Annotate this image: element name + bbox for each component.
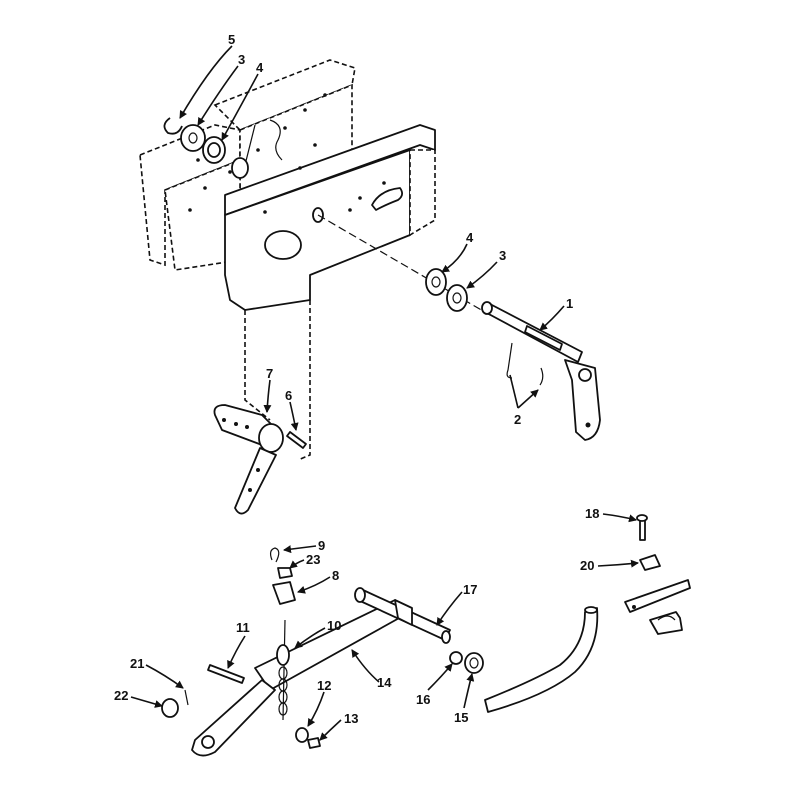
lift-tube bbox=[484, 606, 599, 713]
callout-12: 12 bbox=[317, 678, 331, 693]
callout-4-mid: 4 bbox=[466, 230, 474, 245]
frame-large-hole bbox=[264, 230, 302, 260]
callout-5: 5 bbox=[228, 32, 235, 47]
callout-2: 2 bbox=[514, 412, 521, 427]
washer-3-mid bbox=[446, 284, 468, 312]
screw-18 bbox=[639, 519, 646, 541]
washer-3-top bbox=[180, 124, 206, 152]
washer-12 bbox=[295, 727, 309, 743]
callout-11: 11 bbox=[236, 620, 250, 635]
callout-18: 18 bbox=[585, 506, 599, 521]
callout-20: 20 bbox=[580, 558, 594, 573]
clip-20 bbox=[639, 554, 661, 571]
lift-link-assembly bbox=[161, 547, 484, 757]
bushing-15 bbox=[464, 652, 484, 674]
washer-22 bbox=[161, 698, 179, 718]
callout-14: 14 bbox=[377, 675, 392, 690]
top-fastener-stack bbox=[163, 117, 226, 164]
callout-17: 17 bbox=[463, 582, 477, 597]
callout-4-top: 4 bbox=[256, 60, 264, 75]
lever-arm-7 bbox=[213, 404, 284, 515]
retaining-ring-5 bbox=[163, 117, 183, 135]
cotter-pins-2 bbox=[506, 342, 544, 386]
mower-frame-bracket bbox=[139, 59, 491, 461]
right-bracket bbox=[624, 514, 691, 635]
callout-22: 22 bbox=[114, 688, 128, 703]
callout-7: 7 bbox=[266, 366, 273, 381]
callout-6: 6 bbox=[285, 388, 292, 403]
callout-16: 16 bbox=[416, 692, 430, 707]
bolt-11 bbox=[207, 664, 245, 684]
lift-shaft-1 bbox=[481, 301, 601, 441]
callout-13: 13 bbox=[344, 711, 358, 726]
chain-10 bbox=[276, 644, 290, 716]
callout-8: 8 bbox=[332, 568, 339, 583]
mid-washer-stack bbox=[425, 268, 468, 312]
callouts: 5 3 4 4 3 1 2 7 6 9 23 8 10 11 21 22 bbox=[114, 32, 639, 741]
callout-3-mid: 3 bbox=[499, 248, 506, 263]
callout-10: 10 bbox=[327, 618, 341, 633]
callout-9: 9 bbox=[318, 538, 325, 553]
bushing-4-mid bbox=[425, 268, 447, 296]
frame-rivets bbox=[188, 93, 386, 214]
nut-13 bbox=[307, 737, 321, 749]
pin-6 bbox=[286, 431, 307, 449]
callout-1: 1 bbox=[566, 296, 573, 311]
nut-16 bbox=[449, 651, 463, 665]
callout-23: 23 bbox=[306, 552, 320, 567]
callout-3-top: 3 bbox=[238, 52, 245, 67]
callout-21: 21 bbox=[130, 656, 144, 671]
callout-15: 15 bbox=[454, 710, 468, 725]
